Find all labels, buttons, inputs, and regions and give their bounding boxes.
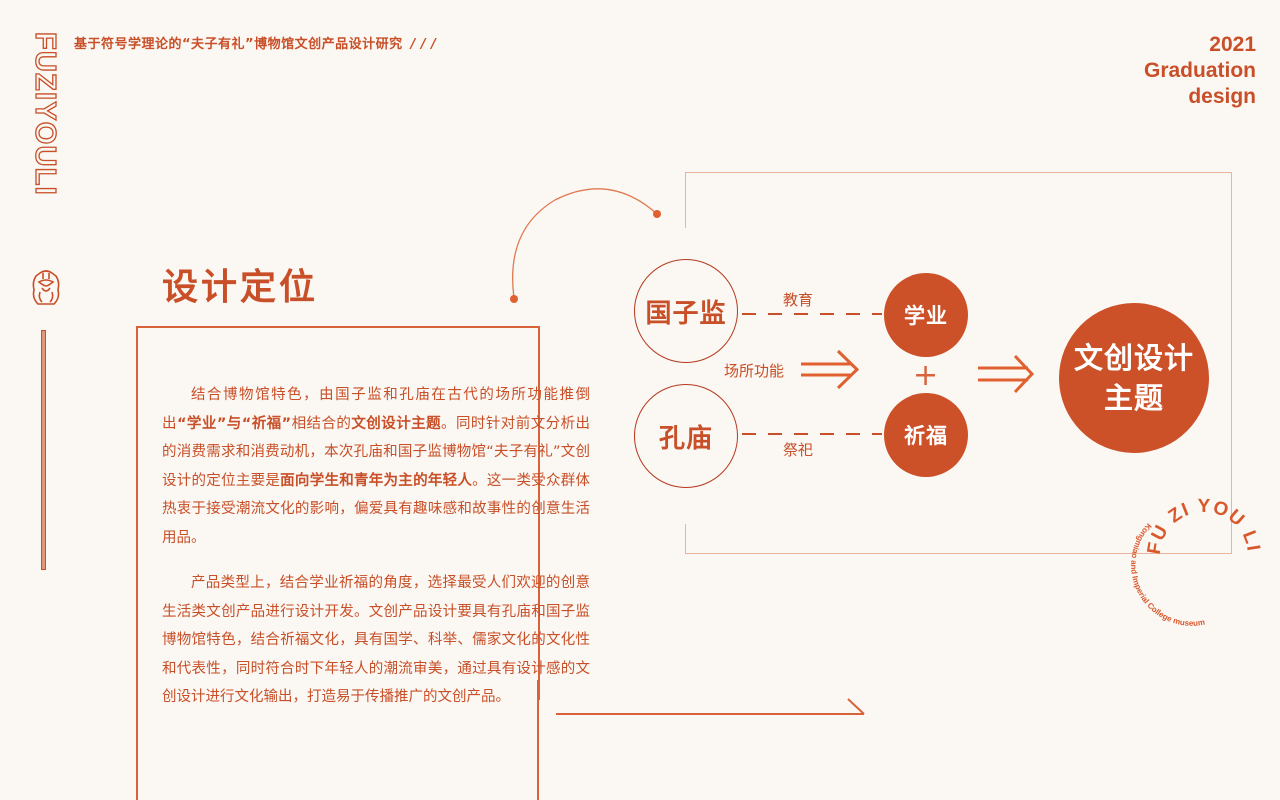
brand-vertical-text: FUZIYOULI — [30, 32, 61, 196]
project-title: 基于符号学理论的“夫子有礼”博物馆文创产品设计研究 — [74, 37, 403, 52]
p1-bold-1: “学业”与“祈福” — [176, 415, 292, 432]
paragraph-product-type: 产品类型上，结合学业祈福的角度，选择最受人们欢迎的创意生活类文创产品进行设计开发… — [162, 575, 590, 705]
bottom-arrow-head — [847, 698, 865, 715]
label-education: 教育 — [783, 291, 814, 309]
stamp-outer-text: FU ZI YOU LI — [1144, 496, 1264, 556]
node-kongmiao: 孔庙 — [634, 384, 738, 488]
label-ritual: 祭祀 — [783, 441, 814, 459]
double-arrow-icon — [978, 354, 1035, 394]
vertical-decorative-bar — [41, 330, 46, 570]
design-text: design — [1188, 85, 1256, 108]
arc-dot-end — [653, 210, 661, 218]
p1-bold-2: 文创设计主题 — [351, 415, 442, 432]
p1-text-2: 相结合的 — [291, 415, 352, 432]
temple-knot-icon — [30, 268, 62, 308]
theme-line-1: 文创设计 — [1073, 341, 1194, 375]
title-slashes: / / / — [410, 37, 437, 52]
section-heading: 设计定位 — [162, 267, 319, 308]
theme-line-2: 主题 — [1103, 381, 1164, 415]
node-xueye: 学业 — [884, 273, 968, 357]
page-top-title: 基于符号学理论的“夫子有礼”博物馆文创产品设计研究 / / / — [74, 33, 436, 52]
double-arrow-icon — [801, 349, 860, 390]
node-qifu: 祈福 — [884, 393, 968, 477]
plus-sign: + — [913, 358, 939, 393]
label-venue-function: 场所功能 — [724, 362, 785, 380]
connector-arc — [512, 188, 658, 299]
paragraph-positioning: 结合博物馆特色，由国子监和孔庙在古代的场所功能推倒出“学业”与“祈福”相结合的文… — [162, 381, 590, 552]
node-design-theme: 文创设计 主题 — [1059, 303, 1209, 453]
node-guozijian: 国子监 — [634, 259, 738, 363]
p1-text-1: 结合博物馆特色，由国子监和孔庙在古代的场所功能推倒出 — [162, 387, 590, 432]
graduation-text: Graduation — [1143, 59, 1256, 82]
p1-text-4: 。这一类受众群体热衷于接受潮流文化的影响，偏爱具有趣味感和故事性的创意生活用品。 — [162, 472, 591, 546]
text-frame — [136, 326, 540, 800]
circular-stamp: FU ZI YOU LI Kongmiao and Imperial Colle… — [1130, 496, 1264, 628]
vertical-brand: FUZIYOULI — [28, 31, 62, 252]
year-text: 2021 — [1209, 33, 1256, 56]
graduation-design-label: 2021 Graduation design — [1144, 32, 1256, 110]
p1-bold-3: 面向学生和青年为主的年轻人 — [280, 472, 473, 489]
arc-dot-start — [510, 295, 518, 303]
p1-text-3: 。同时针对前文分析出的消费需求和消费动机，本次孔庙和国子监博物馆“夫子有礼”文创… — [162, 415, 591, 489]
